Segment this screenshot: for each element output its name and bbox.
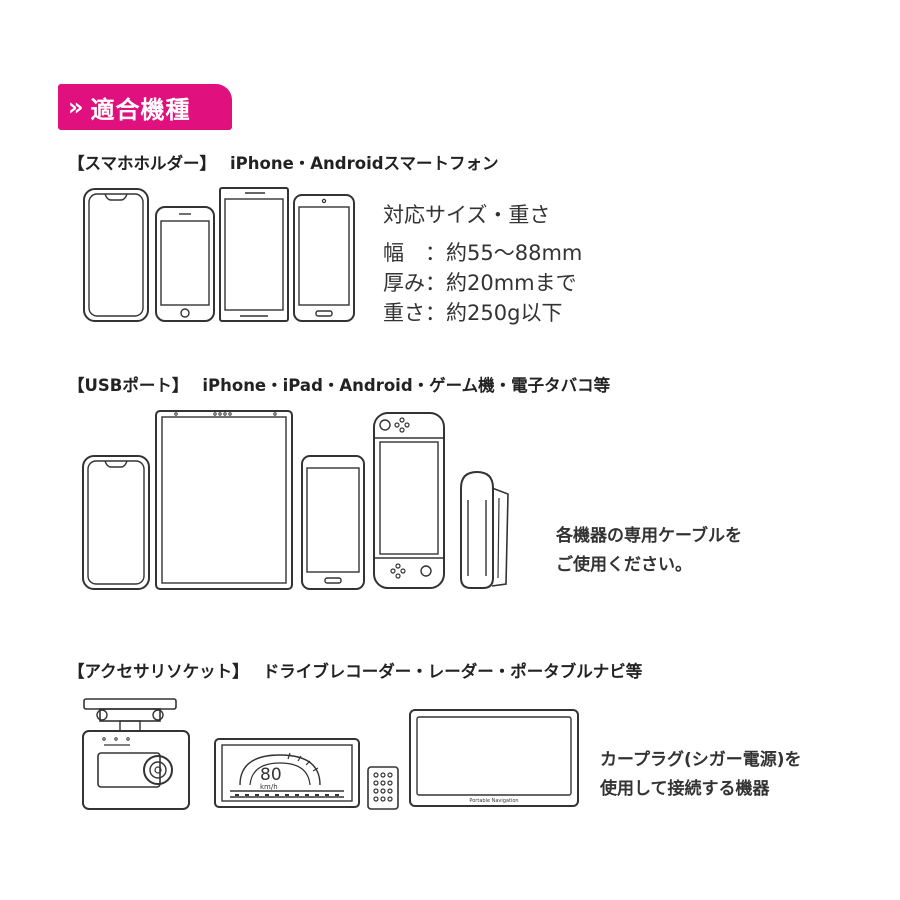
note-line: 各機器の専用ケーブルを — [556, 526, 742, 546]
spec-weight: 重さ：約250g以下 — [383, 301, 563, 325]
radar-detector-icon — [214, 738, 399, 810]
section-bracket-label: 【アクセサリソケット】 — [68, 662, 249, 681]
game-console-icon — [373, 412, 445, 589]
portable-navigation-icon — [409, 709, 579, 807]
dashcam-icon — [82, 698, 190, 810]
chevron-right-icon: » — [68, 93, 83, 121]
section-devices-label: ドライブレコーダー・レーダー・ポータブルナビ等 — [262, 662, 643, 681]
android-rounded-phone-icon — [301, 455, 365, 590]
section-badge: » 適合機種 — [58, 84, 232, 130]
spec-heading: 対応サイズ・重さ — [383, 203, 551, 227]
section-title-usb-port: 【USBポート】 iPhone・iPad・Android・ゲーム機・電子タバコ等 — [68, 372, 610, 396]
usb-devices-illustration — [82, 410, 509, 590]
iphone-x-icon — [82, 455, 150, 590]
e-cigarette-icon — [460, 470, 509, 589]
smartphones-illustration — [83, 187, 355, 322]
radar-speed-unit: km/h — [260, 783, 278, 791]
iphone-home-button-icon — [155, 206, 215, 322]
usb-cable-note: 各機器の専用ケーブルを ご使用ください。 — [556, 522, 742, 580]
note-line: ご使用ください。 — [556, 555, 692, 575]
iphone-x-icon — [83, 188, 149, 322]
ipad-icon — [155, 410, 293, 590]
android-rounded-phone-icon — [293, 194, 355, 322]
section-bracket-label: 【スマホホルダー】 — [68, 154, 217, 173]
navigation-label: Portable Navigation — [469, 798, 518, 804]
section-devices-label: iPhone・iPad・Android・ゲーム機・電子タバコ等 — [202, 376, 611, 395]
radar-speed-value: 80 — [260, 765, 282, 785]
android-phone-icon — [219, 187, 289, 322]
page-title: 適合機種 — [90, 95, 191, 124]
section-title-smartphone-holder: 【スマホホルダー】 iPhone・Androidスマートフォン — [68, 150, 499, 174]
spec-thickness: 厚み：約20mmまで — [383, 271, 577, 295]
spec-width: 幅 ：約55～88mm — [383, 241, 583, 265]
note-line: 使用して接続する機器 — [600, 779, 770, 799]
car-plug-note: カープラグ(シガー電源)を 使用して接続する機器 — [600, 746, 802, 804]
section-title-accessory-socket: 【アクセサリソケット】ドライブレコーダー・レーダー・ポータブルナビ等 — [68, 658, 642, 682]
section-bracket-label: 【USBポート】 — [68, 376, 189, 395]
size-weight-spec: 対応サイズ・重さ 幅 ：約55～88mm 厚み：約20mmまで 重さ：約250g… — [383, 200, 582, 328]
section-devices-label: iPhone・Androidスマートフォン — [230, 154, 499, 173]
accessory-devices-illustration: 80 km/h Portable Navigation — [82, 698, 579, 810]
note-line: カープラグ(シガー電源)を — [600, 750, 802, 770]
